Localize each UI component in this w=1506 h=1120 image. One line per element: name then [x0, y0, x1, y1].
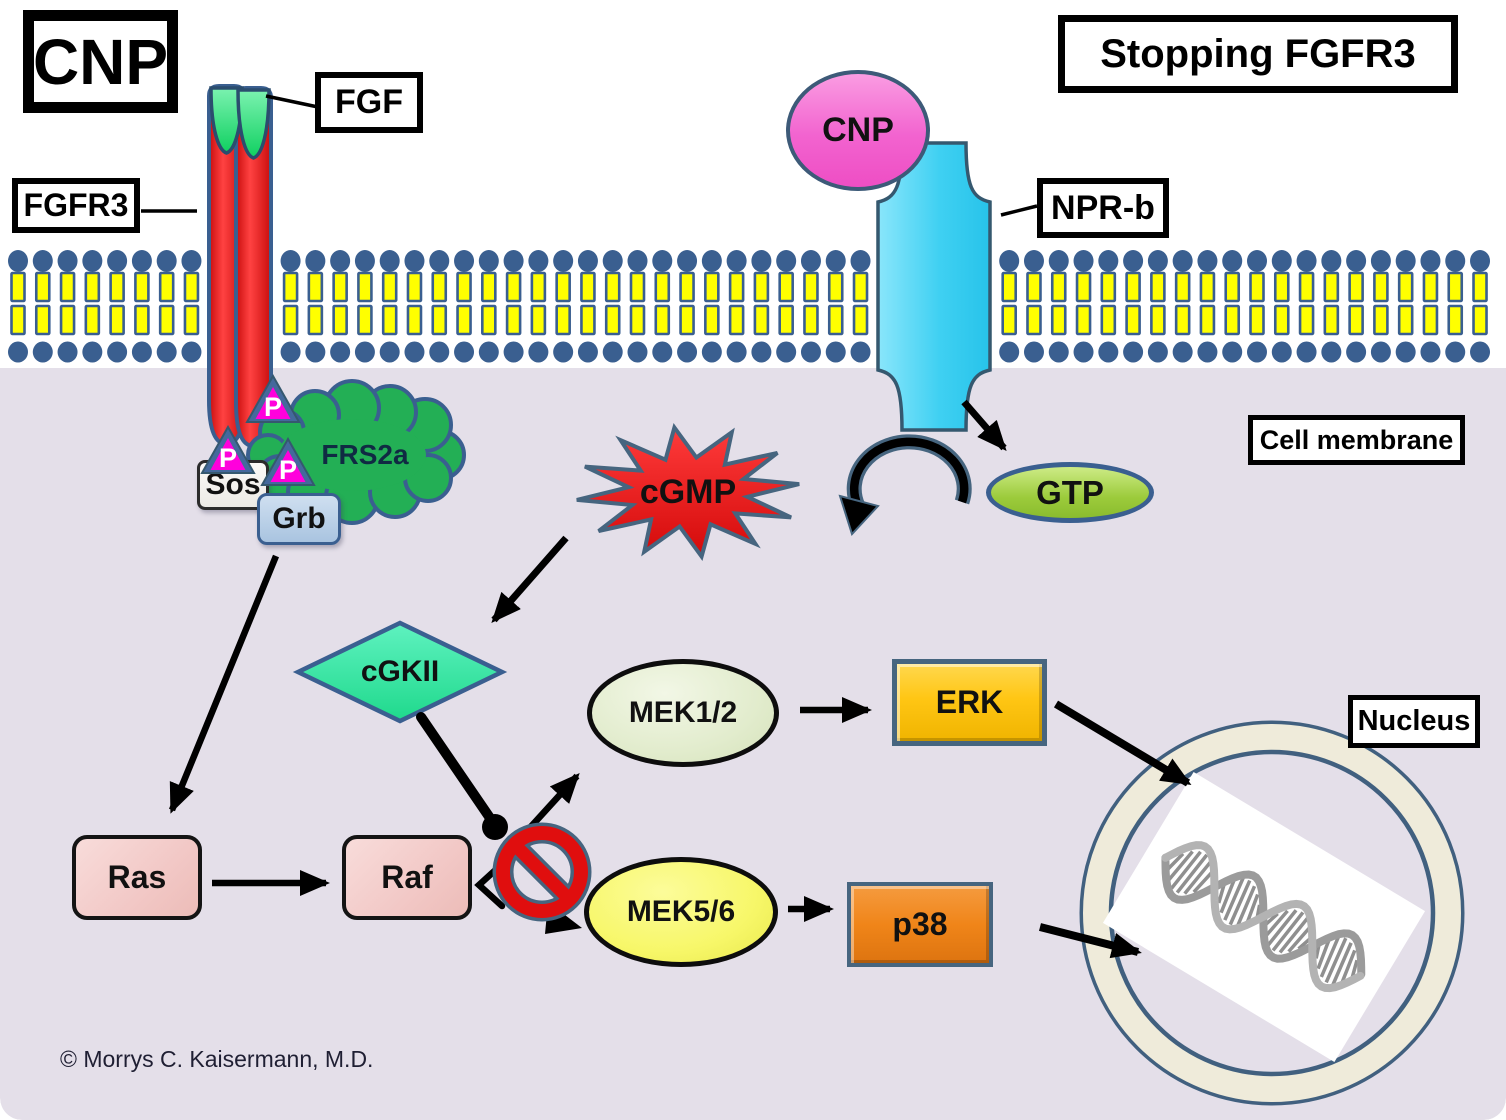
cnp-title-box: CNP — [23, 10, 178, 113]
dna-helix-icon — [1102, 772, 1426, 1062]
fgf-label: FGF — [315, 72, 423, 133]
fgfr3-label-text: FGFR3 — [23, 187, 129, 223]
cell-membrane-label-text: Cell membrane — [1259, 424, 1454, 455]
grb-text: Grb — [272, 502, 326, 535]
nprb-label-text: NPR-b — [1051, 188, 1155, 227]
copyright-text-inner: © Morrys C. Kaisermann, M.D. — [60, 1046, 374, 1072]
raf-text: Raf — [381, 859, 433, 895]
header-title-box: Stopping FGFR3 — [1058, 15, 1458, 93]
mek12-text: MEK1/2 — [628, 696, 738, 729]
phospho-triangle-icon: P — [260, 436, 316, 487]
mek12-node: MEK1/2 — [587, 659, 779, 767]
mek56-text: MEK5/6 — [626, 895, 736, 928]
arrow-erk-to-nucleus — [1053, 700, 1192, 787]
nprb-label-connector — [1000, 204, 1038, 217]
header-title-text: Stopping FGFR3 — [1100, 31, 1416, 76]
gtp-node: GTP — [986, 462, 1154, 523]
arrow-cgmp-to-cgkii — [491, 535, 569, 624]
cell-membrane-label: Cell membrane — [1248, 415, 1465, 465]
mek56-node: MEK5/6 — [584, 857, 778, 967]
nucleus-label: Nucleus — [1348, 695, 1480, 748]
arrow-nprb-to-gtp — [961, 399, 1007, 452]
p38-node: p38 — [847, 882, 993, 967]
cnp-title-text: CNP — [32, 25, 169, 98]
cgmp-starburst-icon — [576, 422, 800, 562]
ras-node: Ras — [72, 835, 202, 920]
arrow-gtp-to-cgmp-curved — [838, 434, 972, 536]
cgkii-inhibition-line — [416, 712, 508, 840]
p38-text: p38 — [892, 906, 948, 942]
arrow-grb-to-ras — [168, 554, 280, 814]
copyright-text: © Morrys C. Kaisermann, M.D. — [60, 1046, 373, 1073]
phospho-letter: P — [218, 443, 237, 473]
cnp-ligand-text: CNP — [822, 111, 894, 149]
phospho-triangle-icon: P — [245, 373, 301, 424]
fgfr3-receptor-icon — [207, 84, 273, 449]
cnp-ligand-node: CNP — [786, 70, 930, 191]
phospho-letter: P — [263, 392, 282, 422]
fgfr3-label: FGFR3 — [12, 178, 140, 233]
phospho-letter: P — [278, 455, 297, 485]
fgf-ligand-right-icon — [236, 88, 271, 160]
gtp-text: GTP — [1036, 473, 1104, 511]
nucleus-label-text: Nucleus — [1357, 705, 1471, 737]
ras-text: Ras — [107, 859, 167, 895]
grb-node: Grb — [257, 493, 341, 545]
prohibition-sign-icon — [492, 822, 592, 922]
erk-text: ERK — [935, 684, 1004, 720]
fgf-label-connector — [265, 94, 319, 109]
cell-membrane-bilayer-icon — [8, 250, 1491, 363]
raf-node: Raf — [342, 835, 472, 920]
nprb-receptor-icon — [876, 141, 992, 432]
erk-node: ERK — [892, 659, 1047, 746]
cgkii-diamond-icon — [292, 620, 508, 724]
fgf-label-text: FGF — [335, 83, 403, 121]
nucleus-icon — [1079, 720, 1465, 1106]
nprb-label: NPR-b — [1037, 178, 1169, 238]
arrow-p38-to-nucleus — [1039, 923, 1142, 959]
phospho-triangle-icon: P — [200, 424, 256, 475]
